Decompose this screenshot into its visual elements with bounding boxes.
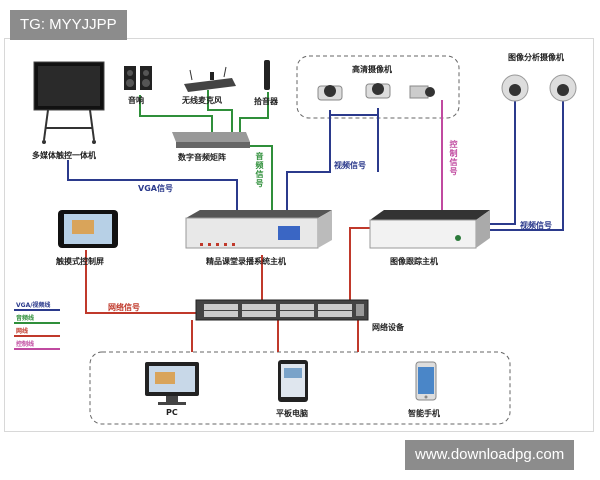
phone-label: 智能手机 (408, 409, 440, 418)
audio-matrix-device (172, 132, 250, 148)
audio-matrix-label: 数字音频矩阵 (178, 153, 226, 162)
tablet-label: 平板电脑 (276, 409, 308, 418)
watermark-top: TG: MYYJJPP (10, 10, 127, 40)
touch-display-label: 多媒体触控一体机 (32, 151, 96, 160)
audio-lines (139, 90, 273, 210)
wireless-mic-label: 无线麦克风 (182, 96, 222, 105)
recorder-host-device (185, 210, 332, 249)
network-signal-label: 网络信号 (108, 303, 140, 312)
legend-item-vga: VGA/视频线 (14, 300, 60, 313)
legend-swatch-control (14, 348, 60, 350)
vga-video-lines (67, 96, 564, 231)
legend: VGA/视频线 音频线 网线 控制线 (14, 300, 60, 352)
legend-label-vga: VGA/视频线 (16, 302, 51, 309)
video-signal-label: 视频信号 (334, 161, 366, 170)
legend-item-network: 网线 (14, 326, 60, 339)
speaker-device (124, 66, 152, 90)
legend-item-audio: 音频线 (14, 313, 60, 326)
hd-cameras-label: 高清摄像机 (352, 65, 392, 74)
client-group (89, 351, 511, 425)
audio-signal-label: 音频信号 (255, 152, 264, 188)
vga-signal-label: VGA信号 (138, 184, 173, 193)
tracking-host-label: 图像跟踪主机 (390, 257, 438, 266)
phone-device (415, 361, 437, 401)
tracking-host-device (369, 210, 490, 249)
pc-device (145, 362, 199, 405)
recorder-host-label: 精品课堂录播系统主机 (206, 257, 286, 266)
network-switch-device (195, 299, 369, 321)
hd-camera-devices (317, 83, 435, 101)
legend-swatch-audio (14, 322, 60, 324)
legend-swatch-network (14, 335, 60, 337)
control-signal-label: 控制信号 (449, 140, 458, 176)
legend-label-network: 网线 (16, 328, 29, 335)
legend-label-audio: 音频线 (16, 315, 35, 322)
tablet-device (278, 360, 308, 402)
legend-swatch-vga (14, 309, 60, 311)
watermark-bottom: www.downloadpg.com (405, 440, 575, 470)
speaker-label: 音响 (128, 96, 144, 105)
legend-label-control: 控制线 (16, 341, 35, 348)
analysis-camera-devices (501, 74, 577, 102)
wireless-mic-device (184, 66, 236, 92)
network-lines (85, 227, 370, 352)
legend-item-control: 控制线 (14, 339, 60, 352)
analysis-cameras-label: 图像分析摄像机 (508, 53, 564, 62)
touch-screen-device (58, 210, 118, 248)
pickup-device (264, 60, 270, 90)
network-device-label: 网络设备 (372, 323, 404, 332)
touch-screen-label: 触摸式控制屏 (56, 257, 104, 266)
video-signal-label-2: 视频信号 (520, 221, 552, 230)
pickup-label: 拾音器 (254, 97, 278, 106)
pc-label: PC (166, 408, 178, 417)
touch-display-device (33, 61, 105, 144)
